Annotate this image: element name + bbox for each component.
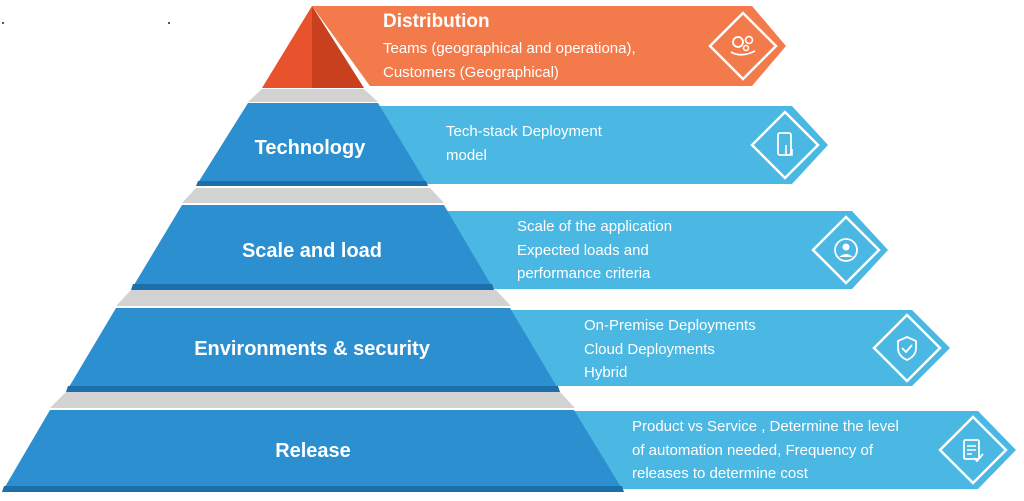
level-description-scale-and-load: Scale of the application Expected loads … <box>517 215 672 286</box>
tier-scale-base <box>131 284 494 290</box>
shield-check-icon <box>872 313 942 383</box>
banner-release <box>574 411 1016 489</box>
banner-environments <box>510 310 950 386</box>
level-description-technology: Tech-stack Deployment model <box>446 120 602 167</box>
level-title-environments-security: Environments & security <box>194 338 430 360</box>
user-support-icon <box>811 215 881 285</box>
separator-3 <box>116 290 511 306</box>
tier-environments-base <box>66 386 560 392</box>
description-line: Expected loads and <box>517 241 649 259</box>
checklist-icon <box>938 415 1008 485</box>
separator-2 <box>182 188 444 203</box>
level-description-release: Product vs Service , Determine the level… <box>632 415 899 486</box>
description-line: Teams (geographical and operationa), <box>383 40 636 57</box>
tier-technology-base <box>196 181 428 186</box>
level-description-distribution: Teams (geographical and operationa), Cus… <box>383 37 636 84</box>
level-title-release: Release <box>275 440 351 462</box>
tier-technology <box>196 103 428 186</box>
description-line: Customers (Geographical) <box>383 63 559 81</box>
description-line: Hybrid <box>584 364 628 381</box>
mobile-touch-icon <box>750 110 820 180</box>
level-title-technology: Technology <box>254 137 366 159</box>
description-line: releases to determine cost <box>632 465 808 482</box>
separator-1 <box>248 89 378 102</box>
apex-left-face <box>262 6 312 88</box>
level-title-scale-and-load: Scale and load <box>241 240 383 262</box>
description-line: Cloud Deployments <box>584 340 715 358</box>
description-line: Tech-stack Deployment <box>446 123 602 140</box>
separator-4 <box>50 392 575 408</box>
description-line: Scale of the application <box>517 218 673 235</box>
tier-scale <box>131 205 494 290</box>
description-line: On-Premise Deployments <box>584 317 756 334</box>
description-line: model <box>446 146 487 164</box>
tier-environments <box>66 308 560 392</box>
level-description-environments-security: On-Premise Deployments Cloud Deployments… <box>584 314 756 385</box>
tier-release-base <box>2 486 624 492</box>
description-line: performance criteria <box>517 265 651 282</box>
team-settings-icon <box>708 11 778 81</box>
stray-dot <box>2 22 4 24</box>
description-line: Product vs Service , Determine the level <box>632 418 899 435</box>
level-title-distribution: Distribution <box>383 11 490 32</box>
apex-right-face <box>312 6 364 88</box>
banner-distribution <box>312 6 786 86</box>
description-line: of automation needed, Frequency of <box>632 441 873 459</box>
tier-release <box>2 410 624 492</box>
stray-dot <box>168 22 170 24</box>
banner-scale <box>444 211 888 289</box>
banner-technology <box>378 106 828 184</box>
